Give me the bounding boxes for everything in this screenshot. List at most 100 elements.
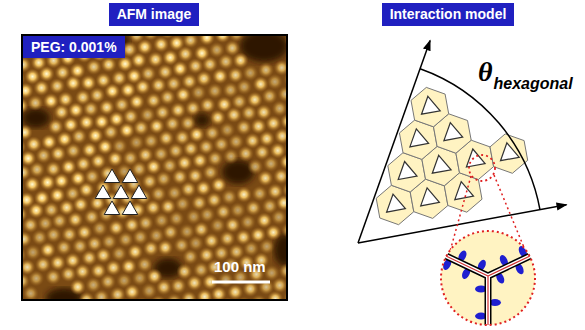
triangle-marker: [421, 188, 440, 206]
image-frame: [22, 35, 287, 300]
afm-particle: [272, 100, 287, 116]
afm-particle: [143, 133, 159, 149]
triangle-marker: [398, 162, 417, 180]
afm-particle: [22, 231, 32, 247]
triangle-marker: [95, 185, 111, 199]
afm-particle: [95, 247, 111, 263]
triangle-marker: [131, 185, 147, 199]
afm-particle: [170, 278, 186, 294]
afm-particle: [236, 79, 252, 95]
angle-subscript: hexagonal: [494, 75, 573, 93]
afm-particle: [73, 196, 89, 212]
afm-particle: [166, 293, 182, 300]
zoom-detail: [441, 245, 530, 330]
zoom-circle: [469, 155, 495, 181]
afm-particle: [175, 196, 191, 212]
afm-particle: [23, 285, 39, 300]
afm-particle: [211, 286, 227, 300]
afm-particle: [280, 113, 287, 129]
afm-particle: [207, 150, 223, 166]
afm-particle: [196, 71, 212, 87]
triangle-marker: [444, 123, 463, 141]
afm-particle: [279, 154, 287, 170]
label-text: PEG: 0.001%: [31, 39, 117, 56]
afm-particle: [267, 74, 283, 90]
afm-particle: [50, 146, 66, 162]
afm-particle: [240, 214, 256, 230]
afm-particle: [252, 186, 268, 202]
afm-particle: [221, 189, 237, 205]
afm-particle: [70, 63, 86, 79]
afm-particle: [259, 131, 275, 147]
section-header: AFM image: [109, 3, 200, 26]
afm-particle: [111, 246, 127, 262]
afm-particle: [188, 235, 204, 251]
zoom-circle: [441, 231, 535, 325]
afm-particle: [81, 250, 97, 266]
afm-particle: [274, 60, 287, 76]
label-text: AFM image: [117, 6, 192, 23]
afm-particle: [153, 36, 169, 52]
afm-particle: [262, 88, 278, 104]
afm-particle: [40, 242, 56, 258]
label-text: Interaction model: [390, 6, 507, 23]
afm-image: [22, 35, 287, 300]
afm-particle: [211, 177, 227, 193]
afm-particle: [138, 215, 154, 231]
afm-particle: [277, 86, 287, 102]
afm-particle: [121, 258, 137, 274]
section-header: Interaction model: [382, 3, 515, 26]
scale-label: 100 nm: [214, 258, 266, 275]
condition-box: PEG: 0.001%: [23, 36, 125, 58]
afm-particle: [129, 94, 145, 110]
afm-particle: [150, 186, 166, 202]
triangle-marker: [104, 169, 120, 183]
afm-particle: [183, 35, 199, 48]
afm-particle: [65, 143, 81, 159]
afm-particle: [181, 291, 197, 300]
afm-particle: [148, 51, 164, 67]
afm-particle: [236, 187, 252, 203]
afm-particle: [177, 155, 193, 171]
afm-particle: [79, 292, 95, 300]
triangle-marker: [387, 194, 406, 212]
afm-particle: [156, 279, 172, 295]
afm-particle: [24, 176, 40, 192]
afm-particle: [233, 52, 249, 68]
afm-particle: [197, 289, 213, 300]
afm-particle: [223, 148, 239, 164]
scale-bar: [212, 281, 270, 284]
afm-particle: [158, 130, 174, 146]
afm-particle: [132, 270, 148, 286]
afm-particle: [46, 227, 62, 243]
afm-particle: [29, 162, 45, 178]
triangle-marker: [104, 201, 120, 215]
afm-particle: [274, 128, 287, 144]
afm-particle: [33, 80, 49, 96]
triangle-marker: [122, 169, 138, 183]
triangle-marker: [113, 185, 129, 199]
afm-particle: [45, 269, 61, 285]
afm-particle: [27, 95, 43, 111]
afm-particle: [215, 204, 231, 220]
afm-particle: [92, 220, 108, 236]
afm-particle: [207, 83, 223, 99]
afm-particle: [83, 101, 99, 117]
triangle-marker: [455, 182, 474, 200]
afm-particle: [229, 35, 245, 42]
afm-particle: [212, 68, 228, 84]
triangle-marker: [501, 143, 520, 161]
peg-chain: [489, 326, 501, 330]
afm-particle: [272, 277, 287, 293]
afm-particle: [74, 264, 90, 280]
triangle-core: [446, 256, 530, 330]
afm-particle: [210, 217, 226, 233]
afm-particle: [124, 284, 140, 300]
afm-particle: [259, 238, 275, 254]
afm-particle: [219, 231, 235, 247]
afm-particle: [168, 211, 184, 227]
triangle-marker: [432, 155, 451, 173]
triangle-core: [446, 256, 530, 330]
afm-particle: [257, 170, 273, 186]
